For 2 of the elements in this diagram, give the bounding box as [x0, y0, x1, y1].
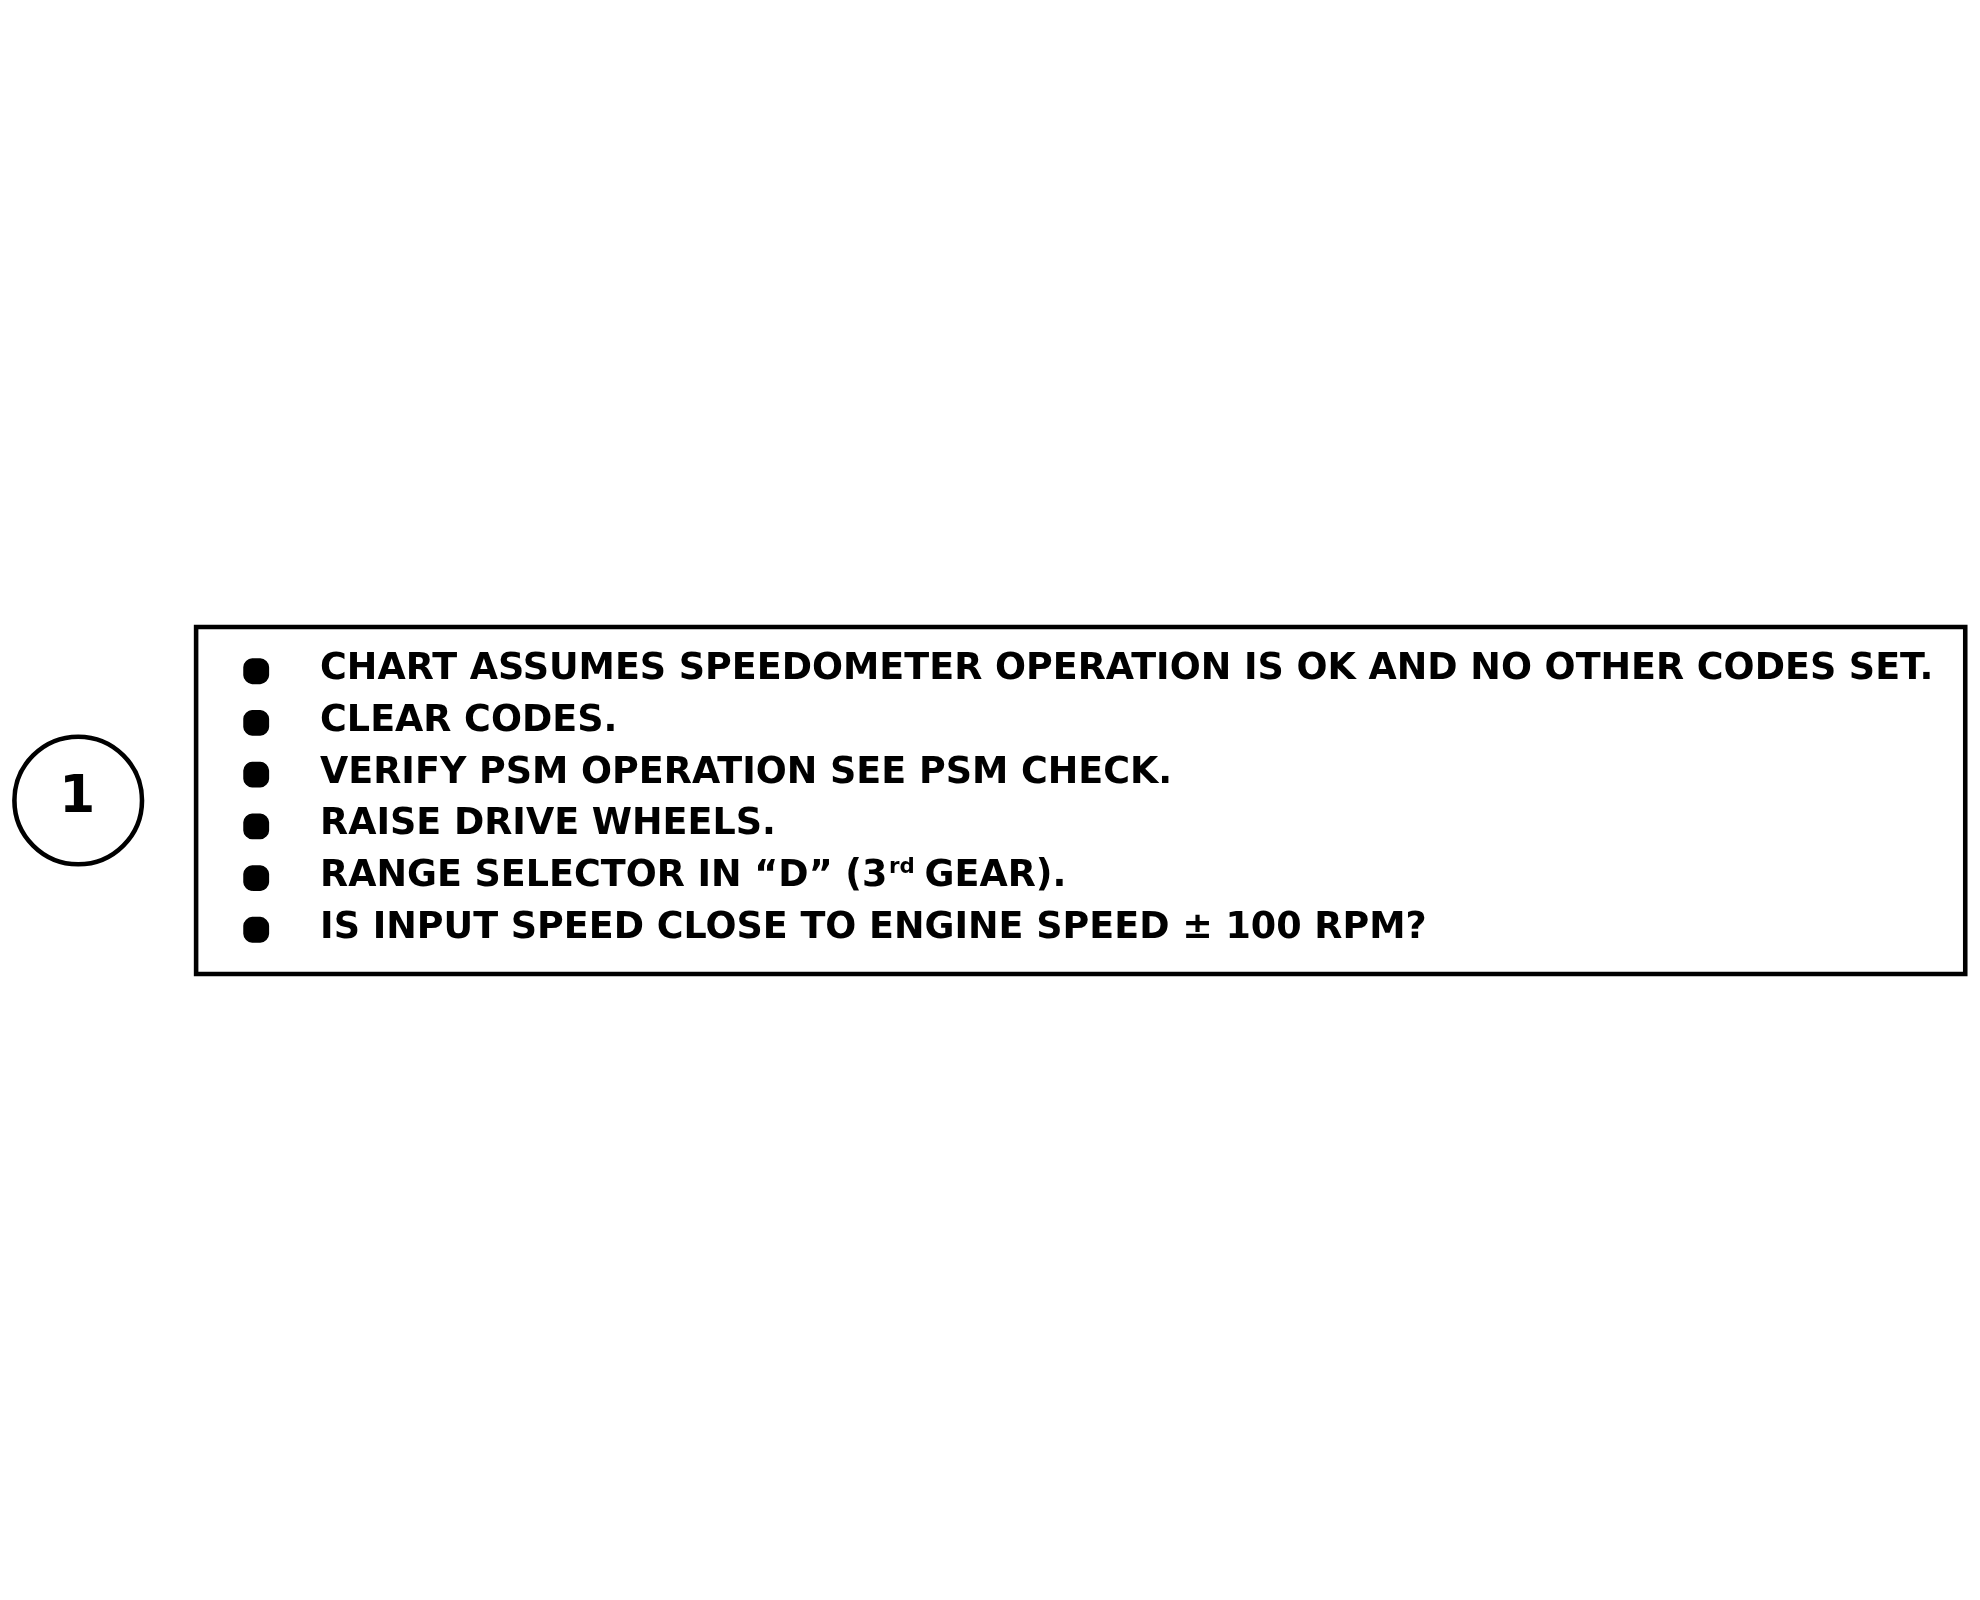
node-box: CHART ASSUMES SPEEDOMETER OPERATION IS OK AND NO OTHER CODES SET. CLEAR CODES. VERIFY PSM OPERATION SEE PSM CHECK. RAISE DRIVE WHEELS. RANGE SELECTOR IN “D” (3$^{rd}$ GEAR). IS INPUT SPEED CLOSE TO ENGINE SPEED ± 100 RPM? [193, 624, 1968, 976]
node-circle: 1 [12, 733, 145, 867]
